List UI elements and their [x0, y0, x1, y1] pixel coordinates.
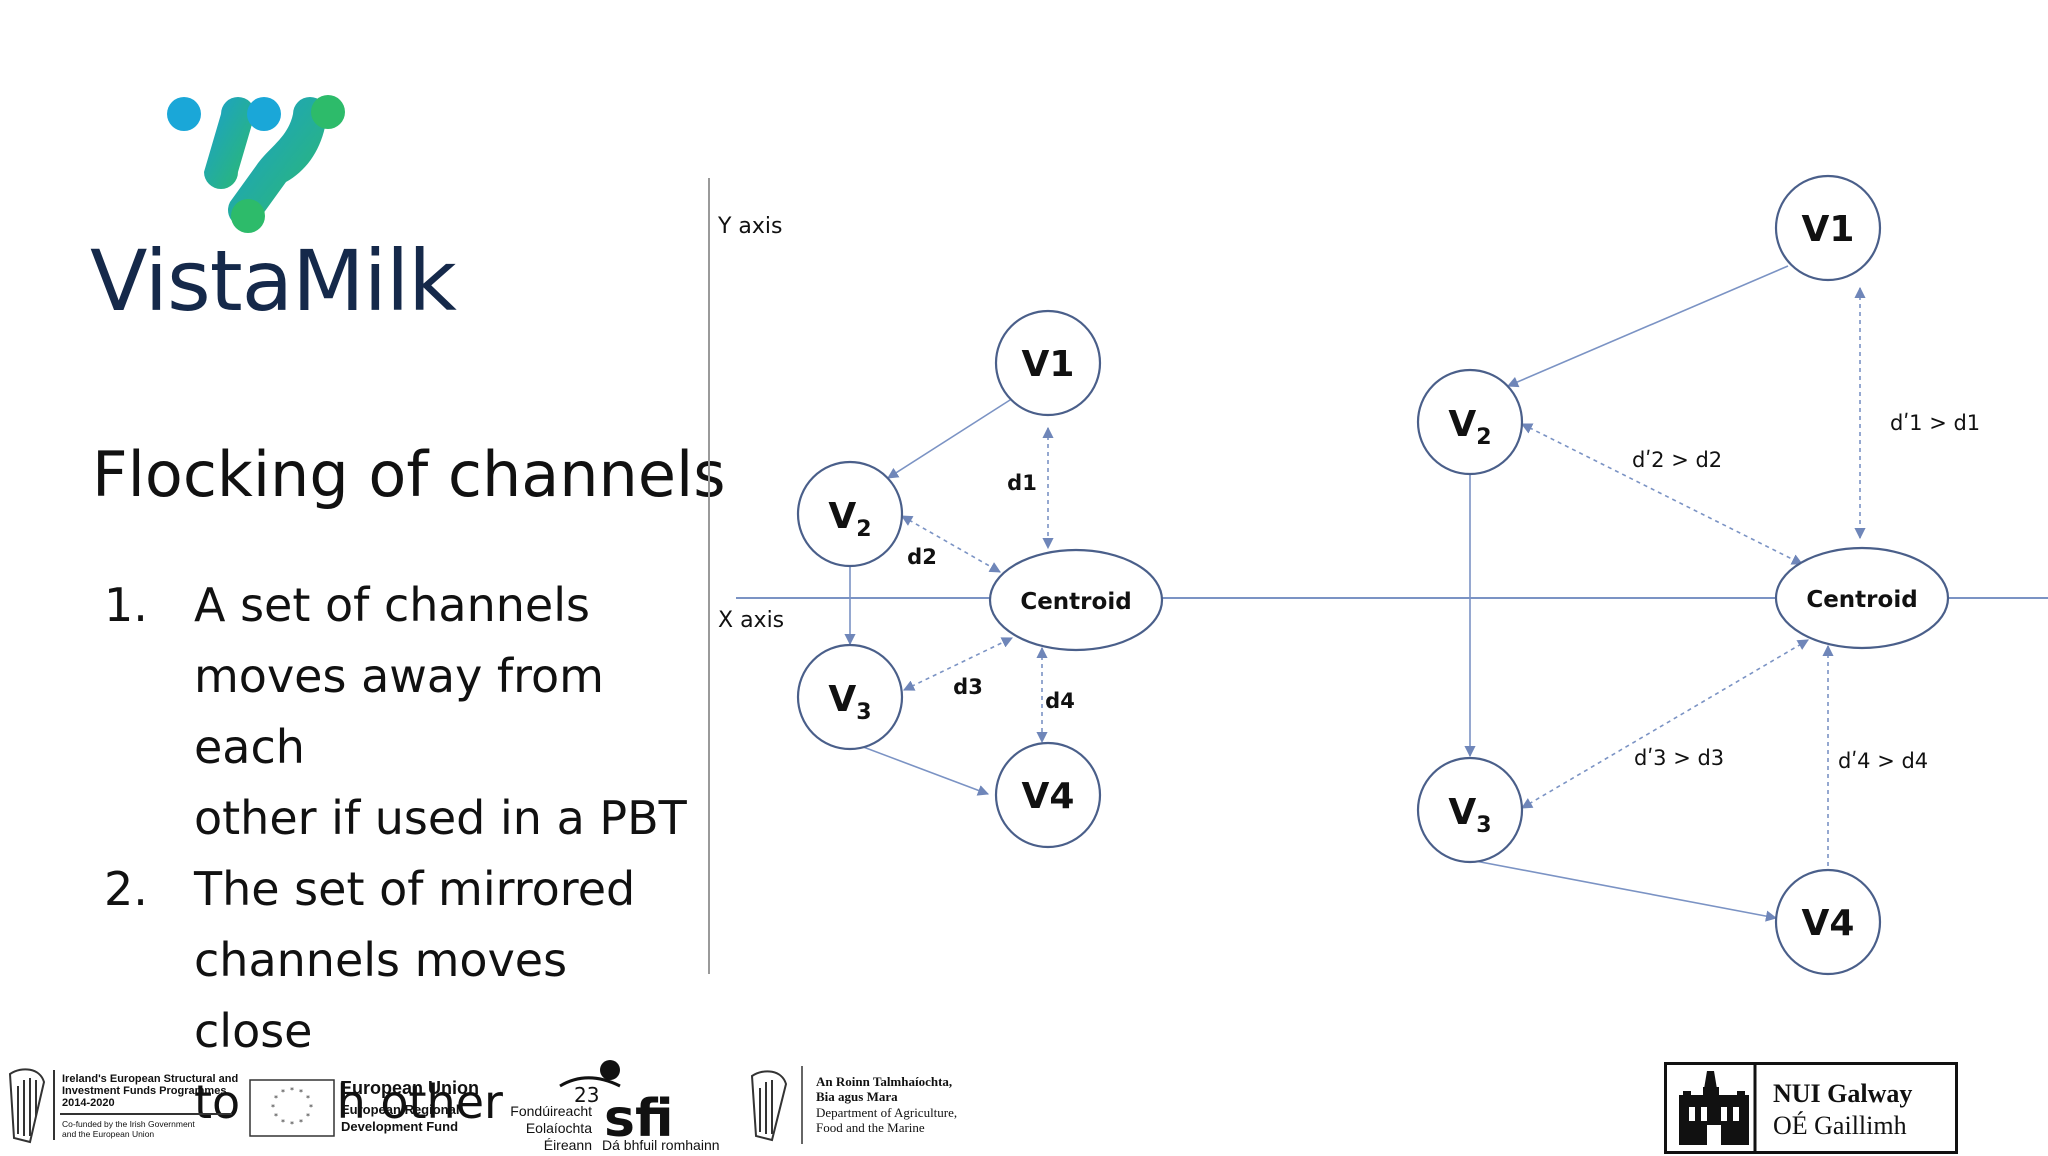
edge-v1-v2 — [1506, 265, 1789, 388]
dist-d3 — [1521, 639, 1809, 809]
list-item: 2. The set of mirrored channels moves cl… — [100, 854, 700, 1138]
svg-text:sfi: sfi — [604, 1089, 674, 1149]
list-line: other if used in a PBT — [194, 791, 687, 845]
node-v2 — [1416, 368, 1524, 476]
eu-line: Development Fund — [341, 1119, 458, 1134]
dafm-line: Department of Agriculture, — [816, 1105, 957, 1120]
label-d4: dʹ4 > d4 — [1838, 749, 1928, 773]
sfi-logo-icon: sfi — [559, 1060, 674, 1149]
sfi-tagline: Dá bhfuil romhainn — [602, 1137, 720, 1152]
right-nodes — [1416, 174, 1950, 976]
footer-logos: Ireland's European Structural and Invest… — [8, 1060, 957, 1152]
nui-name-irish: OÉ Gaillimh — [1773, 1111, 1907, 1140]
eu-stars-icon: ****** ****** — [271, 1086, 313, 1129]
label-v2: V2 — [1448, 404, 1491, 450]
list-line: channels moves close — [194, 933, 568, 1058]
esif-line: Ireland's European Structural and — [62, 1073, 238, 1085]
esif-line: Co-funded by the Irish Government — [62, 1119, 195, 1129]
svg-text:*: * — [299, 1118, 303, 1127]
node-v4 — [994, 741, 1102, 849]
esif-line: Investment Funds Programmes — [62, 1085, 226, 1097]
label-v3: V3 — [828, 679, 871, 725]
edge-v3-v4 — [1469, 859, 1778, 922]
list-line: The set of mirrored — [194, 862, 636, 916]
svg-text:*: * — [290, 1120, 294, 1129]
svg-text:*: * — [306, 1094, 310, 1103]
dist-d3 — [902, 637, 1014, 691]
node-centroid — [988, 548, 1164, 652]
svg-text:*: * — [274, 1094, 278, 1103]
list-line: moves away from each — [194, 649, 604, 774]
label-d3: dʹ3 > d3 — [1634, 746, 1724, 770]
label-centroid: Centroid — [1806, 587, 1917, 613]
nui-name: NUI Galway — [1773, 1079, 1913, 1108]
dist-d2 — [1520, 423, 1804, 565]
left-cluster — [844, 399, 1054, 796]
list-line: A set of channels — [194, 578, 590, 632]
y-axis-line — [708, 178, 710, 974]
list-number: 2. — [104, 862, 148, 916]
svg-text:*: * — [281, 1118, 285, 1127]
left-nodes — [796, 309, 1164, 849]
node-v3 — [796, 643, 904, 751]
nui-galway-icon — [1679, 1065, 1757, 1151]
label-v2: V2 — [828, 496, 871, 542]
label-d2: d2 — [907, 545, 937, 569]
node-centroid — [1774, 546, 1950, 650]
x-axis-label: X axis — [718, 608, 784, 633]
svg-text:*: * — [271, 1103, 275, 1112]
label-d1: d1 — [1007, 471, 1037, 495]
label-d3: d3 — [953, 675, 983, 699]
label-v4: V4 — [1802, 903, 1855, 944]
label-d1: dʹ1 > d1 — [1890, 411, 1980, 435]
label-v1: V1 — [1802, 209, 1855, 250]
sfi-line: Fondúireacht — [510, 1103, 592, 1119]
edge-v1-v2 — [887, 399, 1011, 479]
label-centroid: Centroid — [1020, 589, 1131, 615]
list-item: 1. A set of channels moves away from eac… — [100, 570, 700, 854]
svg-text:*: * — [306, 1112, 310, 1121]
svg-text:*: * — [290, 1086, 294, 1095]
slide-title: Flocking of channels — [92, 438, 726, 511]
node-v4 — [1774, 868, 1882, 976]
list-line: to each other — [194, 1075, 503, 1129]
dafm-line: An Roinn Talmhaíochta, — [816, 1074, 952, 1089]
svg-text:*: * — [281, 1088, 285, 1097]
sfi-number: 23 — [574, 1083, 599, 1107]
nui-galway-logo: NUI Galway OÉ Gaillimh — [1664, 1062, 1958, 1154]
svg-text:*: * — [274, 1112, 278, 1121]
label-v4: V4 — [1022, 776, 1075, 817]
node-v1 — [994, 309, 1102, 417]
y-axis-label: Y axis — [717, 214, 783, 239]
node-v2 — [796, 460, 904, 568]
dafm-line: Bia agus Mara — [816, 1089, 898, 1104]
sfi-line: Eolaíochta — [526, 1120, 592, 1136]
esif-line: and the European Union — [62, 1129, 154, 1139]
list-number: 1. — [104, 578, 148, 632]
dist-d2 — [901, 515, 1001, 573]
edge-v3-v4 — [849, 741, 990, 796]
harp-icon — [750, 1070, 788, 1142]
svg-text:*: * — [299, 1088, 303, 1097]
svg-text:*: * — [309, 1103, 313, 1112]
flocking-diagram: Y axis X axis V1 V2 V3 V4 Centroid d1 d2… — [717, 174, 2048, 976]
node-v3 — [1416, 756, 1524, 864]
eu-line: European Regional — [341, 1102, 459, 1117]
label-v3: V3 — [1448, 792, 1491, 838]
dafm-line: Food and the Marine — [816, 1120, 925, 1135]
eu-title: European Union — [340, 1078, 479, 1098]
label-d4: d4 — [1045, 689, 1075, 713]
brand-name: VistaMilk — [90, 232, 457, 330]
node-v1 — [1774, 174, 1882, 282]
label-v1: V1 — [1022, 344, 1075, 385]
right-cluster — [1464, 265, 1866, 922]
label-d2: dʹ2 > d2 — [1632, 448, 1722, 472]
harp-icon — [8, 1068, 46, 1144]
bullet-list: 1. A set of channels moves away from eac… — [100, 570, 700, 1138]
sfi-line: Éireann — [544, 1137, 592, 1152]
vistamilk-logo-icon — [167, 95, 345, 233]
esif-line: 2014-2020 — [62, 1097, 115, 1109]
eu-flag-icon — [249, 1079, 335, 1137]
